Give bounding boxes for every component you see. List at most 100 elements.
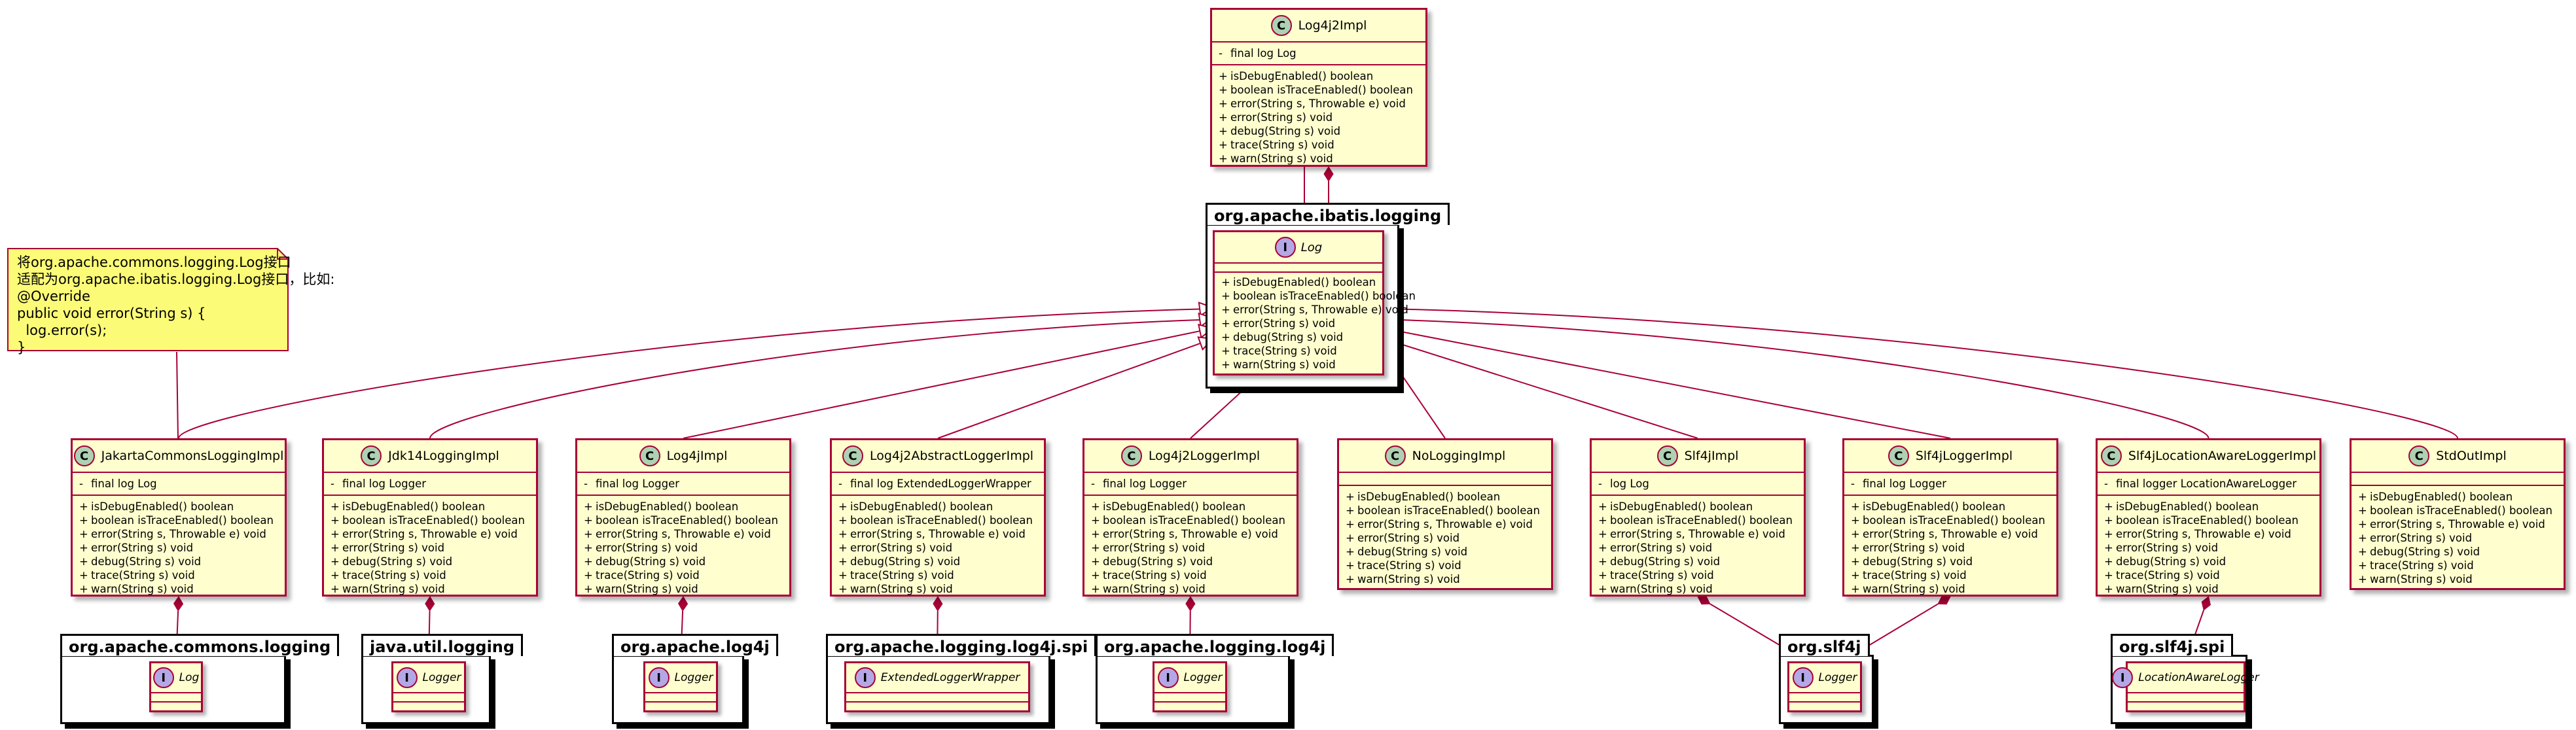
method-row: +boolean isTraceEnabled() boolean <box>1346 504 1545 517</box>
public-marker: + <box>2104 569 2113 582</box>
public-marker: + <box>1851 542 1860 554</box>
note: 将org.apache.commons.logging.Log接口 适配为org… <box>7 247 334 355</box>
generalization-line <box>1190 383 1250 439</box>
public-marker: + <box>584 555 593 568</box>
class-name: Log4j2Impl <box>1298 18 1367 33</box>
method-text: error(String s) void <box>1610 542 1713 554</box>
interface-header: I Log <box>1215 232 1382 262</box>
public-marker: + <box>1851 569 1860 582</box>
interface-name: Logger <box>1183 671 1223 684</box>
interface-log[interactable]: I Log +isDebugEnabled() boolean+boolean … <box>1213 230 1416 375</box>
method-row: +warn(String s) void <box>1851 582 2050 596</box>
public-marker: + <box>1221 317 1230 330</box>
class-icon: C <box>639 445 660 466</box>
class-methods: +isDebugEnabled() boolean+boolean isTrac… <box>2352 485 2564 590</box>
method-text: debug(String s) void <box>342 555 453 568</box>
method-text: error(String s, Throwable e) void <box>91 528 266 540</box>
method-row: +boolean isTraceEnabled() boolean <box>1221 289 1416 303</box>
public-marker: + <box>1219 84 1228 96</box>
method-text: warn(String s) void <box>1233 358 1336 371</box>
class-log4j2impl[interactable]: C Log4j2Impl -final log Log +isDebugEnab… <box>1210 8 1427 167</box>
method-text: warn(String s) void <box>1610 583 1713 595</box>
public-marker: + <box>584 583 593 595</box>
method-row: +boolean isTraceEnabled() boolean <box>1219 83 1419 97</box>
method-row: +error(String s, Throwable e) void <box>1091 527 1290 541</box>
note-shape <box>7 248 289 351</box>
method-text: trace(String s) void <box>342 569 446 582</box>
public-marker: + <box>1346 546 1355 558</box>
generalization-line <box>429 319 1200 439</box>
field-row: -final log Logger <box>331 477 529 491</box>
interface-fields <box>151 692 201 701</box>
class-methods: +isDebugEnabled() boolean+boolean isTrac… <box>2098 495 2319 600</box>
method-text: trace(String s) void <box>2116 569 2220 582</box>
class-icon: C <box>1120 445 1142 466</box>
class-fields <box>1339 472 1551 485</box>
method-row: +warn(String s) void <box>1091 582 1290 596</box>
note-text: 将org.apache.commons.logging.Log接口 适配为org… <box>17 254 335 355</box>
method-text: warn(String s) void <box>596 583 698 595</box>
method-text: error(String s, Throwable e) void <box>342 528 518 540</box>
field-row: -final log ExtendedLoggerWrapper <box>838 477 1037 491</box>
class-methods: +isDebugEnabled() boolean+boolean isTrac… <box>577 495 789 600</box>
private-marker: - <box>1219 47 1223 60</box>
field-text: final log Logger <box>342 478 427 490</box>
class-name: Slf4jLocationAwareLoggerImpl <box>2128 449 2317 463</box>
public-marker: + <box>1851 514 1860 527</box>
method-text: error(String s) void <box>1233 317 1336 330</box>
method-row: +debug(String s) void <box>331 555 529 568</box>
method-text: boolean isTraceEnabled() boolean <box>1103 514 1285 527</box>
method-row: +debug(String s) void <box>1851 555 2050 568</box>
interface-fields <box>1154 692 1225 701</box>
method-row: +trace(String s) void <box>2104 568 2313 582</box>
method-row: +trace(String s) void <box>331 568 529 582</box>
package-name: org.apache.commons.logging <box>60 634 340 656</box>
interface-fields <box>1215 262 1382 271</box>
method-row: +boolean isTraceEnabled() boolean <box>331 513 529 527</box>
public-marker: + <box>331 569 340 582</box>
method-row: +debug(String s) void <box>1598 555 1797 568</box>
interface-methods <box>151 701 201 712</box>
public-marker: + <box>331 514 340 527</box>
class-name: NoLoggingImpl <box>1412 449 1506 463</box>
public-marker: + <box>584 542 593 554</box>
method-text: trace(String s) void <box>1357 559 1461 572</box>
method-text: error(String s, Throwable e) void <box>1610 528 1785 540</box>
class-icon: C <box>2100 445 2122 466</box>
method-text: isDebugEnabled() boolean <box>2370 491 2513 503</box>
generalization-line <box>1397 319 2209 439</box>
method-row: +trace(String s) void <box>1346 559 1545 572</box>
method-row: +debug(String s) void <box>79 555 278 568</box>
method-row: +isDebugEnabled() boolean <box>331 500 529 513</box>
field-row: -final log Logger <box>584 477 783 491</box>
method-text: error(String s, Throwable e) void <box>850 528 1026 540</box>
public-marker: + <box>838 569 848 582</box>
method-text: boolean isTraceEnabled() boolean <box>342 514 525 527</box>
public-marker: + <box>1091 500 1100 513</box>
method-row: +warn(String s) void <box>2104 582 2313 596</box>
public-marker: + <box>584 514 593 527</box>
public-marker: + <box>1346 573 1355 585</box>
method-row: +error(String s, Throwable e) void <box>1598 527 1797 541</box>
